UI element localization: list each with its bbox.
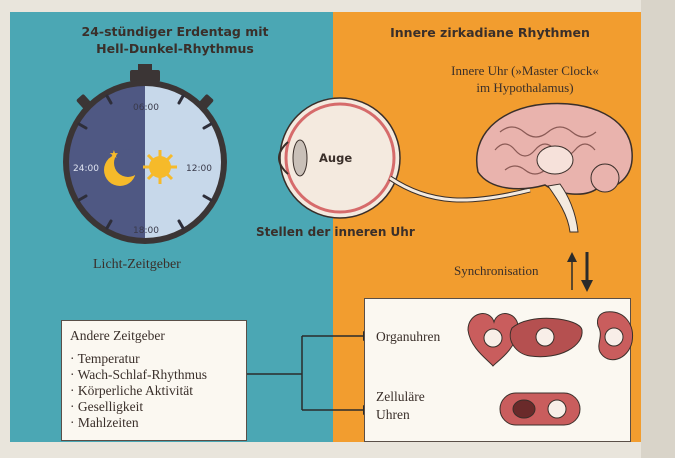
other-timers-box: Andere Zeitgeber · Temperatur · Wach-Sch… <box>61 320 247 441</box>
page-edge <box>641 0 675 458</box>
day-half <box>145 86 221 238</box>
brain-icon <box>476 102 633 233</box>
cell-icon <box>499 392 581 426</box>
tick-12: 12:00 <box>186 164 212 174</box>
eye-icon <box>278 97 531 219</box>
eye-label: Auge <box>319 151 353 165</box>
svg-text:★: ★ <box>109 148 119 161</box>
list-item: · Temperatur <box>70 351 140 366</box>
moon-icon: ★ <box>104 148 142 186</box>
left-panel-title: 24-stündiger Erdentag mit Hell-Dunkel-Rh… <box>81 24 269 56</box>
right-panel-title: Innere zirkadiane Rhythmen <box>390 25 590 40</box>
list-item: · Mahlzeiten <box>70 415 139 430</box>
other-timers-list: · Temperatur · Wach-Schlaf-Rhythmus · Kö… <box>70 349 207 432</box>
sun-icon <box>143 150 177 184</box>
cell-clocks-label: Zelluläre Uhren <box>376 389 425 422</box>
tick-24: 24:00 <box>73 164 99 174</box>
list-item: · Wach-Schlaf-Rhythmus <box>70 367 208 382</box>
other-timers-title: Andere Zeitgeber <box>70 328 165 343</box>
sync-arrows <box>567 252 593 292</box>
tick-06: 06:00 <box>133 103 159 113</box>
light-timer-caption: Licht-Zeitgeber <box>93 257 181 272</box>
sync-label: Synchronisation <box>454 263 539 278</box>
heart-icon <box>467 313 519 367</box>
master-clock-label: Innere Uhr (»Master Clock« im Hypothalam… <box>451 63 599 95</box>
liver-icon <box>509 317 583 358</box>
tick-18: 18:00 <box>133 226 159 236</box>
connector-arrows <box>246 335 365 411</box>
set-clock-caption: Stellen der inneren Uhr <box>256 225 415 239</box>
stopwatch-icon: ★ <box>63 64 227 244</box>
list-item: · Geselligkeit <box>70 399 144 414</box>
list-item: · Körperliche Aktivität <box>70 383 193 398</box>
kidney-icon <box>597 311 634 361</box>
organ-clocks-label: Organuhren <box>376 329 441 344</box>
